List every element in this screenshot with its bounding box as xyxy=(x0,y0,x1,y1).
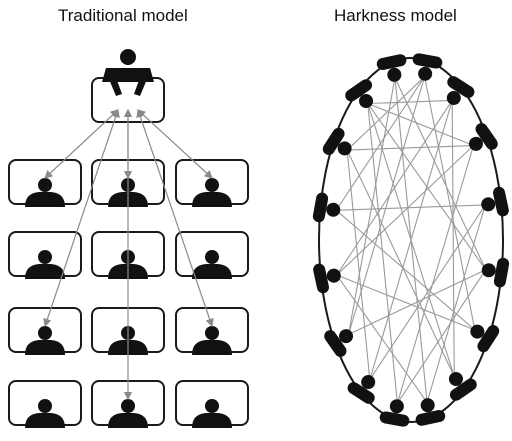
discussion-connection xyxy=(396,269,487,404)
discussion-connection xyxy=(394,77,487,270)
discussion-connection xyxy=(367,102,474,147)
participant-figure-icon xyxy=(470,324,500,353)
participant-figure-icon xyxy=(379,399,410,427)
traditional-model-diagram xyxy=(8,49,249,428)
discussion-connection xyxy=(336,100,453,276)
participant-figure-icon xyxy=(468,123,498,151)
student-figure-icon xyxy=(108,399,148,428)
discussion-connection xyxy=(346,76,425,151)
student-figure-icon xyxy=(192,326,232,355)
discussion-connection xyxy=(424,76,476,331)
participant-figure-icon xyxy=(322,127,352,156)
discussion-connection xyxy=(367,103,487,271)
teacher-student-arrows xyxy=(43,108,214,401)
traditional-model-title: Traditional model xyxy=(58,6,188,25)
student-figure-icon xyxy=(25,399,65,428)
participant-figure-icon xyxy=(481,257,510,288)
discussion-connection xyxy=(367,103,455,377)
student-figure-icon xyxy=(192,250,232,279)
harkness-model-title: Harkness model xyxy=(334,6,457,25)
discussion-connection xyxy=(346,149,455,377)
discussion-connection xyxy=(336,145,474,276)
participant-figure-icon xyxy=(347,375,376,404)
discussion-connection xyxy=(346,149,371,380)
teacher-student-arrow xyxy=(43,108,120,328)
discussion-connection xyxy=(426,204,486,403)
discussion-connection xyxy=(336,204,486,211)
teacher-figure-icon xyxy=(102,49,154,96)
teacher-figure-icon xyxy=(481,186,509,217)
discussion-connection xyxy=(396,145,475,404)
student-figure-icon xyxy=(25,250,65,279)
participant-figure-icon xyxy=(324,329,354,357)
discussion-connection xyxy=(367,99,453,105)
discussion-connection xyxy=(451,100,455,377)
participant-figure-icon xyxy=(312,192,341,223)
student-figure-icon xyxy=(25,178,65,207)
participant-figure-icon xyxy=(345,79,374,109)
participant-figure-icon xyxy=(448,371,477,401)
student-figure-icon xyxy=(25,326,65,355)
participant-figure-icon xyxy=(446,76,475,105)
participant-figure-icon xyxy=(376,54,407,82)
participant-figure-icon xyxy=(415,398,446,426)
student-figure-icon xyxy=(192,178,232,207)
discussion-connection xyxy=(347,77,396,335)
harkness-table xyxy=(318,57,504,423)
harkness-model-diagram xyxy=(312,53,510,427)
discussion-connection xyxy=(335,209,476,331)
discussion-connection xyxy=(347,144,474,151)
teacher-student-arrow xyxy=(136,108,214,328)
participant-figure-icon xyxy=(412,53,443,81)
discussion-connections xyxy=(335,76,487,404)
participant-figure-icon xyxy=(313,263,341,294)
student-figure-icon xyxy=(192,399,232,428)
